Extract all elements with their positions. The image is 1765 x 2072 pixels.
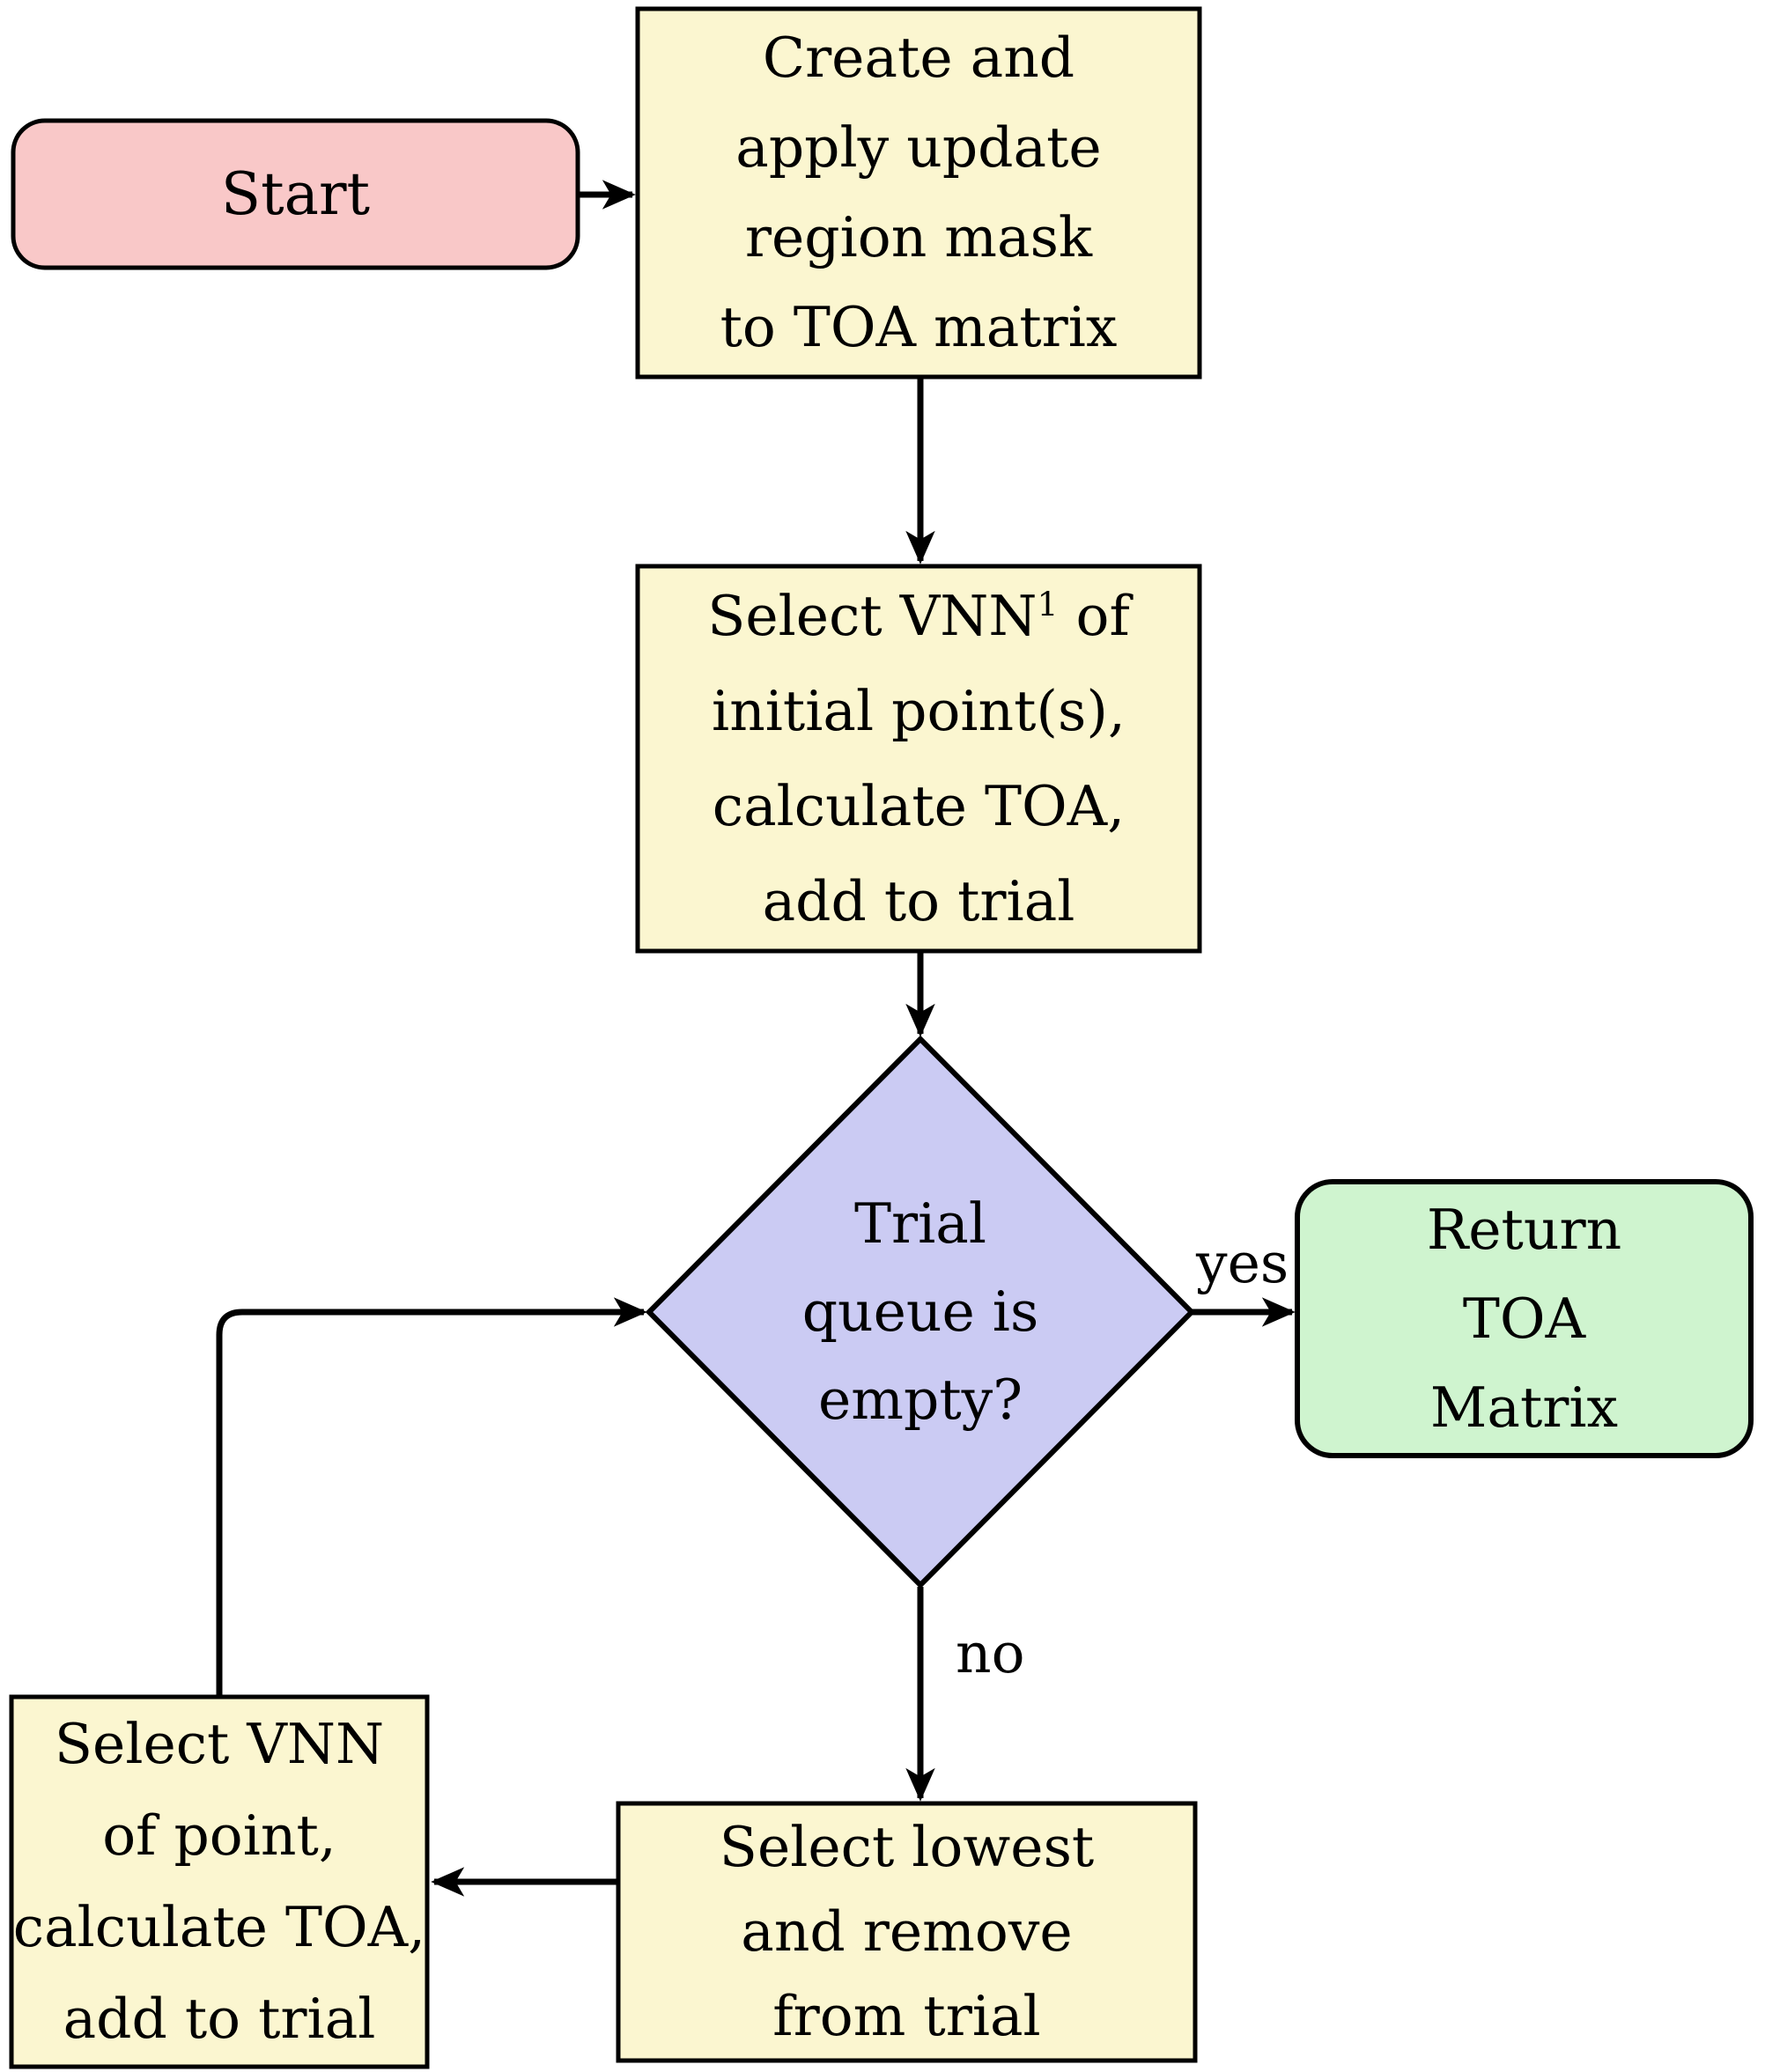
create-mask-line: to TOA matrix <box>720 295 1118 359</box>
select-vnn-initial-line1-pre: Select VNN <box>707 583 1038 648</box>
trial-queue-line: Trial <box>854 1191 986 1256</box>
return-toa-line: TOA <box>1462 1287 1586 1351</box>
select-vnn-point-node-shape <box>9 1694 430 2069</box>
select-lowest-node-shape <box>616 1801 1198 2063</box>
select-lowest-node: Select lowest and remove from trial <box>618 1803 1195 2061</box>
start-node: Start <box>13 121 578 268</box>
vnn-footnote-superscript: 1 <box>1037 584 1059 623</box>
select-vnn-initial-node-shape <box>635 564 1202 954</box>
start-node-label: Start <box>220 159 371 228</box>
select-vnn-point-line: add to trial <box>63 1987 376 2051</box>
select-vnn-point-line: of point, <box>102 1803 336 1868</box>
return-toa-line: Return <box>1426 1198 1622 1262</box>
edge-label-yes: yes <box>1196 1231 1289 1295</box>
create-mask-node-shape <box>635 6 1202 380</box>
select-vnn-initial-line: initial point(s), <box>712 678 1126 743</box>
trial-queue-decision-node: Trial queue is empty? <box>700 1092 1141 1532</box>
select-vnn-point-line: calculate TOA, <box>12 1895 426 1959</box>
select-vnn-point-node: Select VNN of point, calculate TOA, add … <box>11 1697 427 2067</box>
return-toa-node: Return TOA Matrix <box>1297 1182 1751 1456</box>
select-vnn-initial-line1-post: of <box>1058 583 1130 648</box>
return-toa-line: Matrix <box>1429 1375 1619 1440</box>
select-lowest-line: from trial <box>772 1984 1041 2048</box>
trial-queue-decision-shape <box>645 1035 1196 1589</box>
create-mask-line: region mask <box>744 205 1093 269</box>
create-mask-node: Create and apply update region mask to T… <box>638 9 1200 377</box>
return-toa-node-shape <box>1295 1179 1754 1458</box>
edge-label-no: no <box>956 1621 1025 1685</box>
select-vnn-point-line: Select VNN <box>54 1712 385 1776</box>
select-lowest-line: Select lowest <box>719 1815 1095 1879</box>
edge-vnn-point-to-decision <box>216 1297 647 1695</box>
trial-queue-line: queue is <box>801 1279 1039 1344</box>
select-vnn-initial-line1: Select VNN1 of <box>707 569 1130 664</box>
select-vnn-initial-node: Select VNN1 of initial point(s), calcula… <box>638 566 1200 951</box>
trial-queue-line: empty? <box>817 1368 1023 1432</box>
select-lowest-line: and remove <box>741 1899 1073 1964</box>
select-vnn-initial-line: calculate TOA, <box>712 773 1126 838</box>
create-mask-line: Create and <box>762 26 1075 90</box>
create-mask-line: apply update <box>735 115 1102 180</box>
select-vnn-initial-line: add to trial <box>762 868 1075 933</box>
